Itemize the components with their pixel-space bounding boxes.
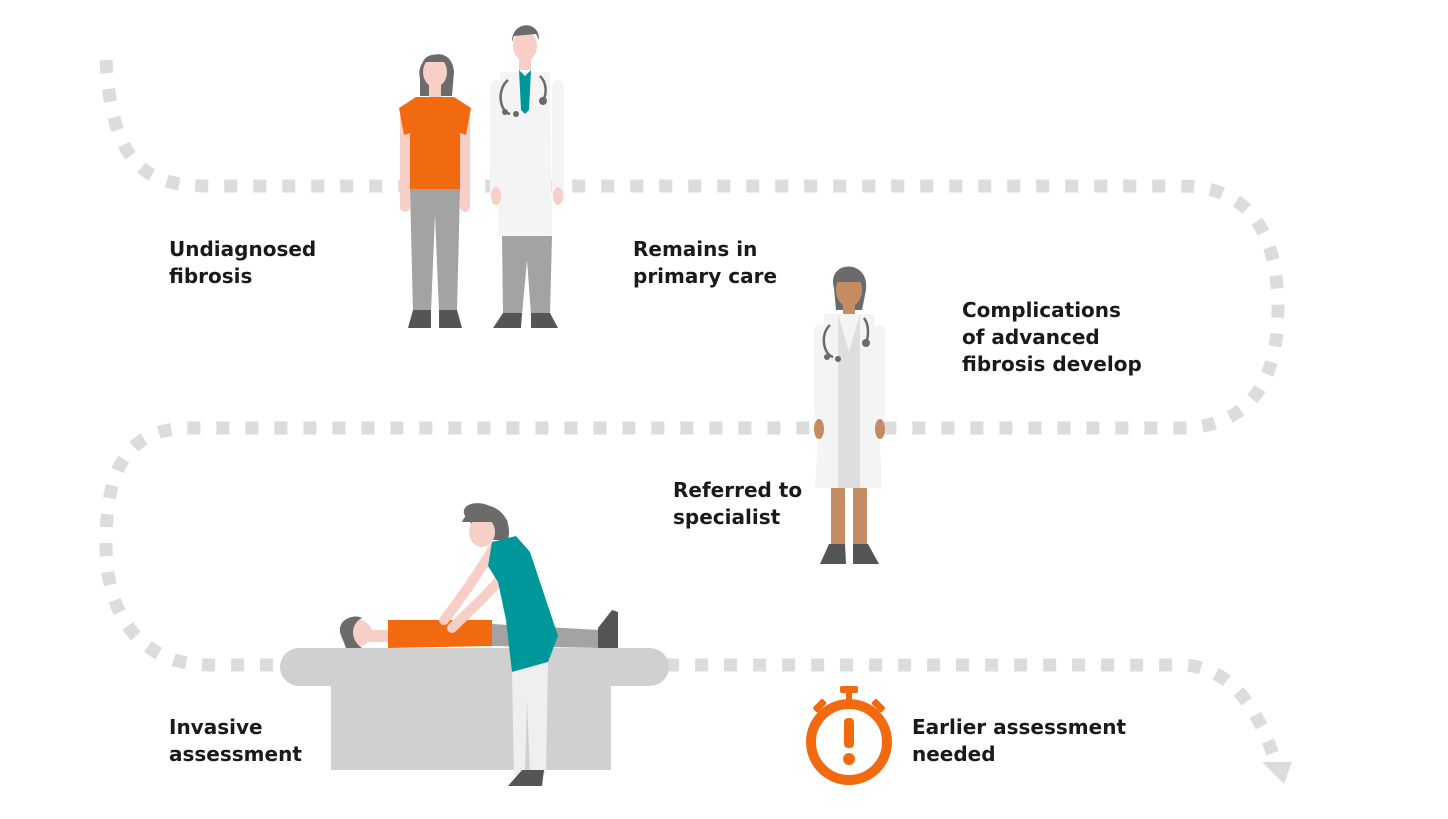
male-doctor-icon xyxy=(490,25,564,328)
patient-examination-icon xyxy=(280,503,669,786)
step-label-line: of advanced xyxy=(962,325,1100,349)
step-label-referred-to-specialist: Referred to specialist xyxy=(673,477,802,531)
step-label-complications: Complications of advanced fibrosis devel… xyxy=(962,297,1142,378)
step-label-line: assessment xyxy=(169,742,302,766)
step-label-line: specialist xyxy=(673,505,781,529)
step-label-primary-care: Remains in primary care xyxy=(633,236,777,290)
step-label-line: fibrosis xyxy=(169,264,253,288)
step-label-line: Complications xyxy=(962,298,1121,322)
stopwatch-alert-icon xyxy=(806,686,892,785)
arrow-head-icon xyxy=(1262,762,1292,784)
step-label-line: needed xyxy=(912,742,996,766)
step-label-line: Remains in xyxy=(633,237,758,261)
step-label-earlier-assessment: Earlier assessment needed xyxy=(912,714,1126,768)
step-label-line: Earlier assessment xyxy=(912,715,1127,739)
female-specialist-icon xyxy=(814,266,885,564)
journey-path xyxy=(99,59,1285,763)
step-label-undiagnosed-fibrosis: Undiagnosed fibrosis xyxy=(169,236,316,290)
step-label-line: Undiagnosed xyxy=(169,237,317,261)
step-label-line: primary care xyxy=(633,264,778,288)
step-label-line: Referred to xyxy=(673,478,803,502)
step-label-line: fibrosis develop xyxy=(962,352,1142,376)
patient-woman-icon xyxy=(399,54,471,328)
step-label-line: Invasive xyxy=(169,715,263,739)
step-label-invasive-assessment: Invasive assessment xyxy=(169,714,302,768)
